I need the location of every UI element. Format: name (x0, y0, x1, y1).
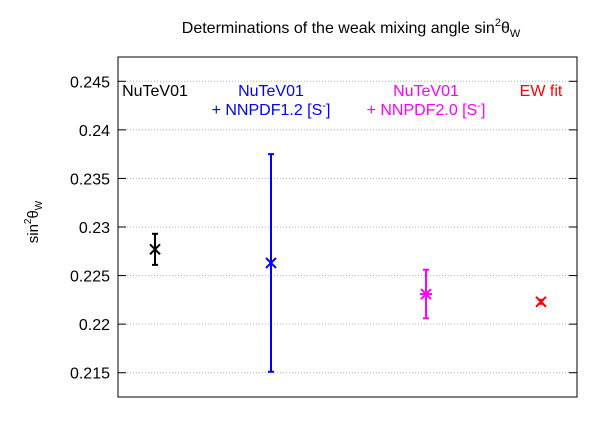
point-label: + NNPDF1.2 [S-] (212, 100, 331, 119)
y-tick-label: 0.24 (79, 123, 110, 140)
y-tick-label: 0.215 (70, 366, 110, 383)
chart-title: Determinations of the weak mixing angle … (182, 17, 521, 40)
plot-frame (117, 56, 578, 398)
y-tick-label: 0.245 (70, 74, 110, 91)
point-label: NuTeV01 (393, 83, 459, 100)
point-label: + NNPDF2.0 [S-] (367, 100, 486, 119)
y-tick-label: 0.225 (70, 269, 110, 286)
data-point (265, 257, 277, 269)
point-label: NuTeV01 (122, 83, 188, 100)
data-point (535, 296, 547, 308)
y-tick-label: 0.22 (79, 317, 110, 334)
data-marks (149, 153, 547, 373)
y-axis-label: sin2θW (23, 200, 45, 243)
data-point (420, 288, 432, 301)
y-tick-label: 0.23 (79, 220, 110, 237)
y-tick-labels: 0.215 0.22 0.225 0.23 0.235 0.24 0.245 (70, 74, 110, 382)
data-point (149, 243, 161, 256)
point-label: EW fit (520, 83, 563, 100)
point-label: NuTeV01 (238, 83, 304, 100)
y-tick-label: 0.235 (70, 171, 110, 188)
grid-lines (118, 80, 577, 374)
